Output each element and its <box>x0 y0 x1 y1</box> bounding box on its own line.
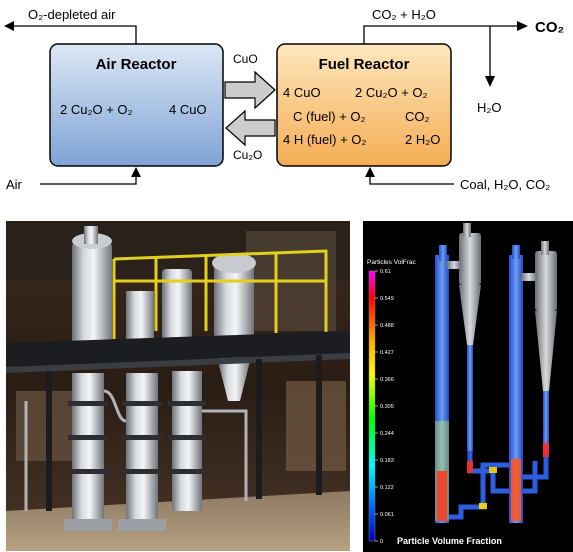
colorbar-tick-label: 0.61 <box>380 269 391 275</box>
colorbar-title: Particles VolFrac <box>367 259 417 266</box>
colorbar <box>368 270 376 542</box>
fuel-reactor-title: Fuel Reactor <box>319 56 410 73</box>
colorbar-tick-label: 0.488 <box>380 323 394 329</box>
h2o-arrowhead <box>485 76 495 87</box>
colorbar-tick-label: 0 <box>380 539 383 545</box>
air-reactor-reaction-left: 2 Cu₂O + O₂ <box>60 102 133 117</box>
colorbar-ticks: 0.61 0.549 0.488 0.427 0.366 0.305 0.244 0.183 0… <box>375 269 394 545</box>
air-outlet-line <box>12 25 137 44</box>
co2-product-label: CO₂ <box>535 19 564 36</box>
fuel-inlet-label: Coal, H₂O, CO₂ <box>460 177 550 192</box>
fuel-reaction-3-left: 4 H (fuel) + O₂ <box>283 132 366 147</box>
fuel-inlet-arrowhead <box>365 167 375 177</box>
fuel-outlet-line <box>363 25 520 44</box>
cu2o-transfer-arrow <box>225 109 276 147</box>
colorbar-tick-label: 0.427 <box>380 350 394 356</box>
air-reactor-title: Air Reactor <box>96 56 177 73</box>
h2o-product-label: H₂O <box>477 100 502 115</box>
pilot-plant-photo <box>6 221 350 551</box>
colorbar-tick-label: 0.244 <box>380 431 394 437</box>
fuel-reaction-2-right: CO₂ <box>405 109 430 124</box>
fuel-reaction-2-left: C (fuel) + O₂ <box>293 109 366 124</box>
fuel-inlet-line <box>369 176 454 185</box>
colorbar-tick-label: 0.549 <box>380 296 394 302</box>
process-diagram: Air Reactor 2 Cu₂O + O₂ 4 CuO Fuel React… <box>4 7 564 192</box>
colorbar-tick-label: 0.366 <box>380 377 394 383</box>
air-outlet-label: O₂-depleted air <box>28 7 116 22</box>
air-inlet-line <box>40 176 137 185</box>
cuo-label: CuO <box>233 52 258 66</box>
colorbar-tick-label: 0.183 <box>380 458 394 464</box>
air-inlet-arrowhead <box>131 167 141 177</box>
air-reactor-reaction-right: 4 CuO <box>169 102 207 117</box>
cu2o-label: Cu₂O <box>233 148 262 162</box>
co2-product-arrowhead <box>517 21 528 31</box>
cuo-transfer-arrow <box>224 70 276 110</box>
air-inlet-label: Air <box>6 177 23 192</box>
simulation-caption: Particle Volume Fraction <box>397 536 502 546</box>
cfd-simulation-panel: Particles VolFrac 0.61 0.549 0.488 0.427 0.3… <box>363 221 573 552</box>
colorbar-tick-label: 0.305 <box>380 404 394 410</box>
fuel-reaction-1-left: 4 CuO <box>283 85 321 100</box>
colorbar-tick-label: 0.061 <box>380 512 394 518</box>
air-outlet-arrowhead <box>4 21 14 31</box>
fuel-outlet-label: CO₂ + H₂O <box>372 7 436 22</box>
fuel-reaction-1-right: 2 Cu₂O + O₂ <box>355 85 428 100</box>
fuel-reaction-3-right: 2 H₂O <box>405 132 440 147</box>
colorbar-tick-label: 0.122 <box>380 485 394 491</box>
